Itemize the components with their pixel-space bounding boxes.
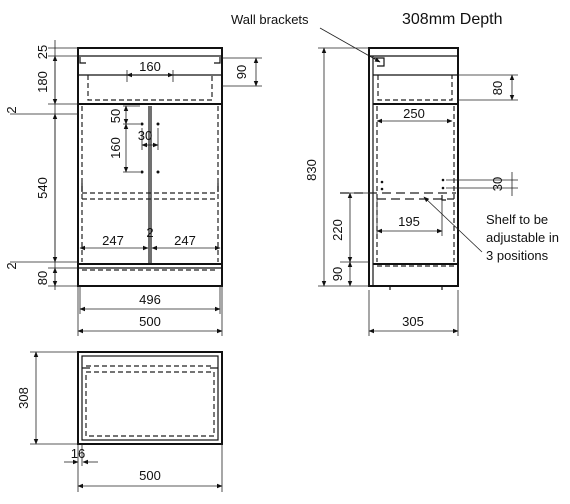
- plan-view: 308 16 500: [16, 351, 223, 492]
- dim-shelf-hole-spacing: 30: [490, 177, 505, 191]
- dim-shelf-height: 220: [330, 219, 345, 241]
- dim-drawer-height: 180: [35, 71, 50, 93]
- front-right-bracket: [214, 57, 221, 64]
- front-drawer-box: [87, 75, 213, 101]
- side-drawer-box: [377, 75, 453, 101]
- wall-brackets-label: Wall brackets: [231, 12, 309, 27]
- dim-plinth: 80: [35, 271, 50, 285]
- dim-base-height: 90: [330, 267, 345, 281]
- shelf-note-line1: Shelf to be: [486, 212, 548, 227]
- dim-door-right: 247: [174, 233, 196, 248]
- shelf-hole: [441, 178, 445, 182]
- plan-inner-dash: [85, 371, 215, 437]
- dim-inner-width: 496: [139, 292, 161, 307]
- shelf-note-line2: adjustable in: [486, 230, 559, 245]
- dim-plan-depth: 308: [16, 387, 31, 409]
- dim-overall-depth: 305: [402, 314, 424, 329]
- front-cabinet-outline: [77, 47, 223, 287]
- dim-drawer-inner: 90: [234, 65, 249, 79]
- dim-door-height: 540: [35, 177, 50, 199]
- handle-hole: [140, 170, 144, 174]
- shelf-hole: [441, 186, 445, 190]
- front-left-bracket: [79, 57, 86, 64]
- dim-top-panel: 25: [35, 45, 50, 59]
- dim-handle-length: 160: [108, 137, 123, 159]
- dim-overall-height: 830: [304, 159, 319, 181]
- wall-brackets-leader: [319, 27, 381, 63]
- dim-gap-top: 2: [4, 106, 19, 113]
- side-inner-dash: [376, 106, 455, 262]
- shelf-note-leader: [423, 196, 483, 253]
- dim-drawer-handle: 160: [139, 59, 161, 74]
- front-view: 160 90 25 180 2 540 2 80 50 160: [4, 40, 262, 336]
- handle-hole: [140, 122, 144, 126]
- depth-title: 308mm Depth: [402, 11, 503, 28]
- shelf-note-line3: 3 positions: [486, 248, 549, 263]
- handle-hole: [156, 170, 160, 174]
- shelf-hole: [380, 180, 384, 184]
- dim-handle-spacing: 30: [138, 128, 152, 143]
- front-shelf: [82, 192, 218, 200]
- side-cabinet-outline: [368, 47, 459, 287]
- dim-drawer-depth: 250: [403, 106, 425, 121]
- dim-gap-bottom: 2: [4, 262, 19, 269]
- plan-outline: [77, 351, 223, 445]
- dim-plan-width: 500: [139, 468, 161, 483]
- dim-overall-width: 500: [139, 314, 161, 329]
- side-view: Wall brackets 308mm Depth 830: [231, 11, 559, 336]
- shelf-hole: [380, 187, 384, 191]
- side-shelf: [340, 192, 456, 200]
- dim-door-gap: 2: [146, 225, 153, 240]
- plan-inner-solid: [81, 355, 219, 441]
- dim-shelf-depth: 195: [398, 214, 420, 229]
- dim-door-left: 247: [102, 233, 124, 248]
- dim-handle-offset: 50: [108, 109, 123, 123]
- dim-side-drawer-inner: 80: [490, 81, 505, 95]
- side-bracket: [374, 57, 385, 67]
- handle-hole: [156, 122, 160, 126]
